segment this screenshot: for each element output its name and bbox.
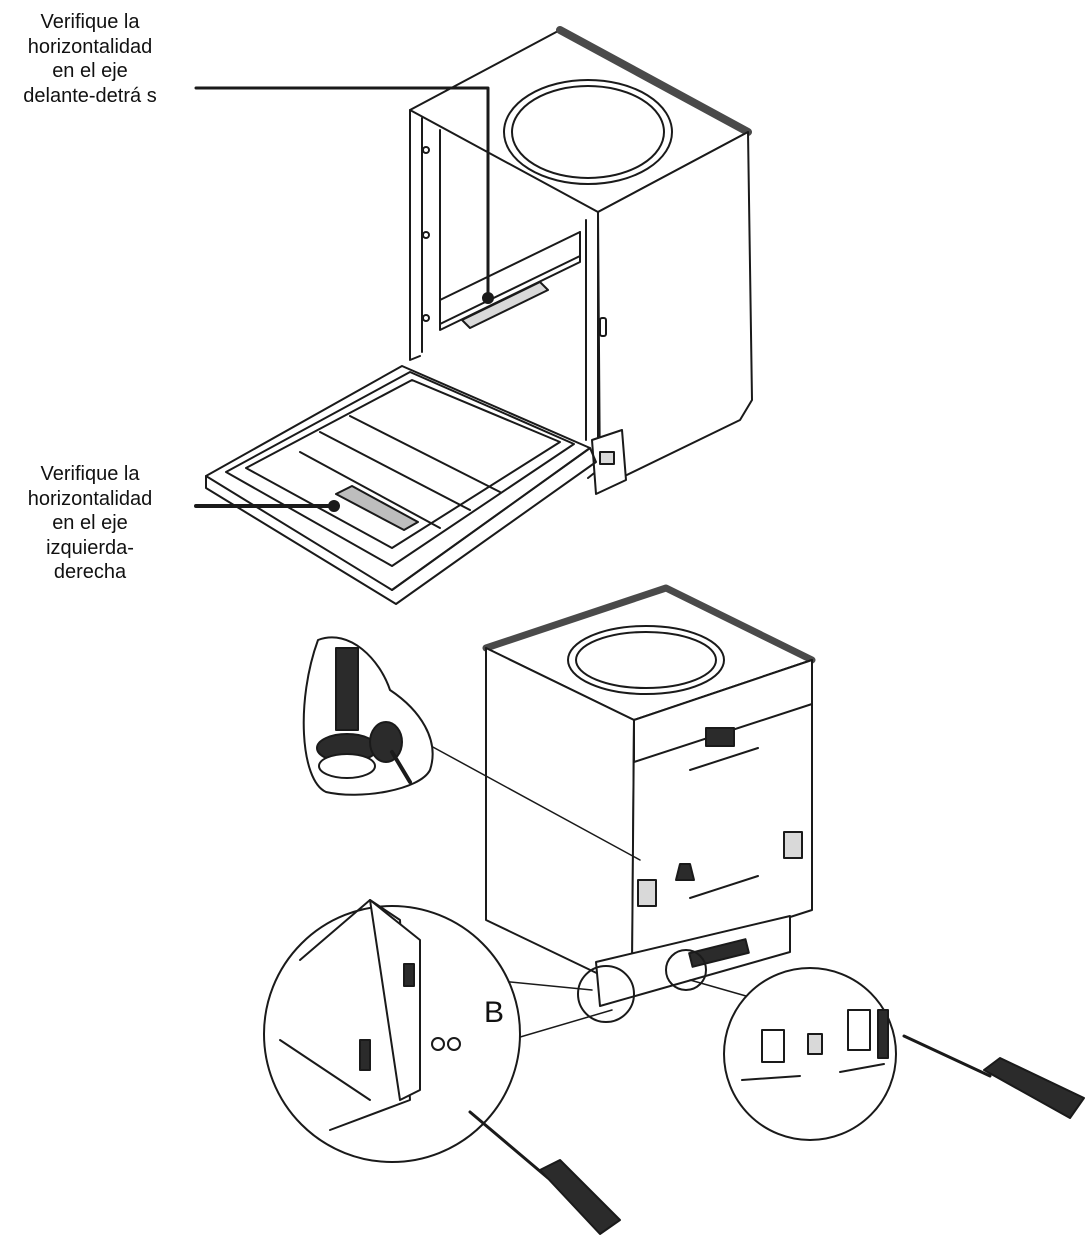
callout-left-right-line-4: izquierda-: [46, 536, 134, 559]
callout-front-back-level: Verifique la horizontalidad en el eje de…: [0, 10, 180, 108]
screwdriver-right-icon: [902, 1034, 1085, 1119]
detail-adjustable-foot: [302, 636, 434, 796]
dishwasher-open-door: [205, 26, 753, 605]
screwdriver-left-icon: [468, 1110, 621, 1235]
callout-front-back-line-3: en el eje: [52, 60, 128, 82]
callout-left-right-line-2: horizontalidad: [27, 487, 153, 510]
leader-left-right-dot: [328, 500, 340, 512]
detail-left-bottom: B: [263, 899, 521, 1163]
callout-left-right-level: Verifique la horizontalidad en el eje iz…: [0, 462, 180, 585]
callout-left-right-line-1: Verifique la: [40, 463, 140, 485]
callout-left-right-line-3: en el eje: [52, 512, 128, 534]
callout-front-back-line-4: delante-detrá s: [23, 84, 157, 107]
detail-right-bottom: [723, 967, 897, 1141]
callout-left-right-line-5: derecha: [53, 561, 127, 583]
leader-front-back: [194, 86, 490, 300]
callout-front-back-line-1: Verifique la: [40, 11, 140, 33]
detail-marker-b: B: [484, 996, 504, 1029]
dishwasher-closed: [482, 584, 816, 1007]
callout-front-back-line-2: horizontalidad: [27, 35, 153, 58]
leader-front-back-dot: [482, 292, 494, 304]
